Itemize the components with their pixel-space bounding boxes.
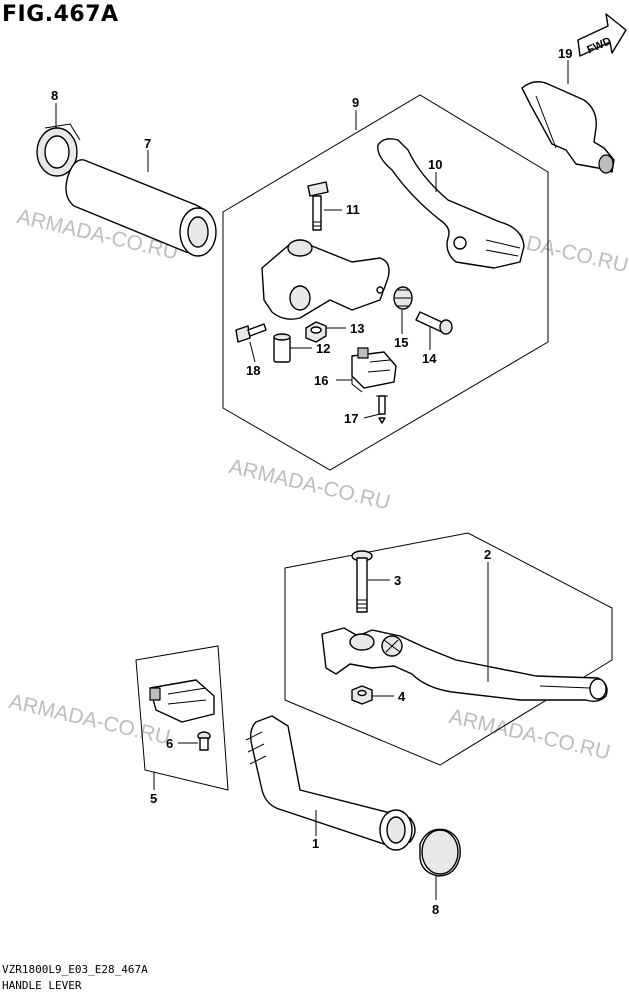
callout-3: 3 xyxy=(394,573,401,588)
diagram-code: VZR1800L9_E03_E28_467A xyxy=(2,963,148,976)
callout-17: 17 xyxy=(344,411,358,426)
callout-15: 15 xyxy=(394,335,408,350)
callout-18: 18 xyxy=(246,363,260,378)
diagram-name: HANDLE LEVER xyxy=(2,979,82,992)
part-7-grip-left xyxy=(65,159,217,257)
callout-8-bottom: 8 xyxy=(432,902,439,917)
part-12-bushing xyxy=(273,333,291,363)
callouts: 8 7 9 10 11 13 12 18 15 14 16 17 19 2 3 … xyxy=(51,46,572,917)
part-18-screw xyxy=(235,323,267,343)
callout-11: 11 xyxy=(346,202,360,217)
part-11-pivot-bolt xyxy=(307,181,329,231)
leader-lines xyxy=(55,60,569,900)
part-8-end-cap-top xyxy=(36,123,81,177)
group-frame-9 xyxy=(222,94,549,471)
part-8-end-cap-bottom xyxy=(419,828,461,877)
callout-19: 19 xyxy=(558,46,572,61)
part-4-nut xyxy=(351,685,373,705)
part-9-lever-holder xyxy=(261,239,390,320)
group-frame-2 xyxy=(284,532,613,766)
callout-2: 2 xyxy=(484,547,491,562)
part-16-clutch-switch xyxy=(351,347,397,393)
callout-7: 7 xyxy=(144,136,151,151)
callout-1: 1 xyxy=(312,836,319,851)
callout-16: 16 xyxy=(314,373,328,388)
callout-8-top: 8 xyxy=(51,88,58,103)
callout-6: 6 xyxy=(166,736,173,751)
part-6-screw xyxy=(197,731,211,751)
fwd-arrow: FWD xyxy=(577,13,627,57)
part-5-brake-switch xyxy=(149,679,215,723)
part-19-cable-cover xyxy=(521,81,615,174)
group-frame-5 xyxy=(135,645,229,791)
callout-9: 9 xyxy=(352,95,359,110)
callout-14: 14 xyxy=(422,351,437,366)
callout-4: 4 xyxy=(398,689,406,704)
part-2-brake-lever xyxy=(321,627,608,703)
callout-5: 5 xyxy=(150,791,157,806)
part-17-screw xyxy=(376,395,388,424)
part-14-adjuster-bolt xyxy=(415,311,453,335)
part-13-nut xyxy=(305,321,327,343)
callout-10: 10 xyxy=(428,157,442,172)
figure-title: FIG.467A xyxy=(2,2,119,27)
part-1-throttle-grip xyxy=(245,715,416,851)
part-10-clutch-lever xyxy=(377,138,525,269)
part-15-adjuster-knob xyxy=(393,286,413,310)
part-3-bolt xyxy=(351,550,373,613)
callout-12: 12 xyxy=(316,341,330,356)
callout-13: 13 xyxy=(350,321,364,336)
